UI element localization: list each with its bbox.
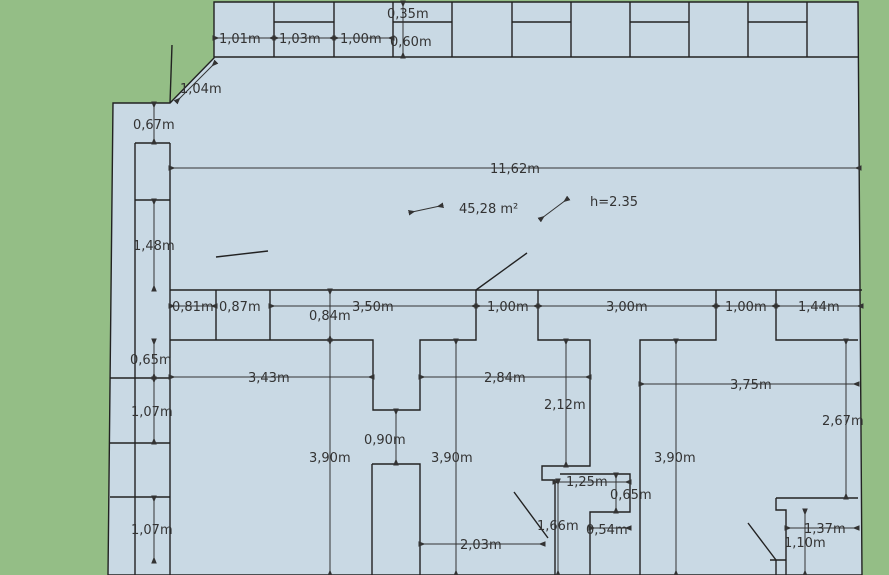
dim-label: 0,81m: [172, 300, 214, 315]
dim-label: 3,00m: [606, 300, 648, 315]
dim-label: 1,07m: [131, 405, 173, 420]
dim-label: 1,10m: [784, 536, 826, 551]
dim-label: 1,07m: [131, 523, 173, 538]
dim-label: 3,90m: [431, 451, 473, 466]
dim-label: 1,00m: [725, 300, 767, 315]
area-label: 45,28 m²: [459, 202, 518, 217]
dim-label: 2,12m: [544, 398, 586, 413]
dim-label: 3,75m: [730, 378, 772, 393]
dimension-lines: [151, 0, 864, 575]
dim-label: 1,01m: [219, 32, 261, 47]
dim-label: 0,87m: [219, 300, 261, 315]
dim-label: 2,67m: [822, 414, 864, 429]
dim-label: 0,84m: [309, 309, 351, 324]
dim-label: 1,04m: [180, 82, 222, 97]
dim-label: 1,25m: [566, 475, 608, 490]
dim-label: 1,66m: [537, 519, 579, 534]
height-label: h=2.35: [590, 195, 638, 210]
dimension-labels: 1,01m 1,03m 1,00m 0,35m 0,60m 1,04m 0,67…: [130, 7, 864, 553]
dim-label: 0,67m: [133, 118, 175, 133]
dim-label: 0,65m: [130, 353, 172, 368]
dim-label: 3,90m: [309, 451, 351, 466]
dim-label: 3,43m: [248, 371, 290, 386]
dim-label: 1,03m: [279, 32, 321, 47]
dim-label: 0,54m: [586, 523, 628, 538]
dim-label: 0,90m: [364, 433, 406, 448]
dim-label: 1,44m: [798, 300, 840, 315]
dim-label: 0,60m: [390, 35, 432, 50]
dim-label: 3,90m: [654, 451, 696, 466]
dim-label: 0,35m: [387, 7, 429, 22]
main-width-label: 11,62m: [490, 162, 540, 177]
dim-label: 3,50m: [352, 300, 394, 315]
dim-label: 1,00m: [340, 32, 382, 47]
dim-label: 1,48m: [133, 239, 175, 254]
dim-label: 1,00m: [487, 300, 529, 315]
dim-label: 2,84m: [484, 371, 526, 386]
dim-label: 1,37m: [804, 522, 846, 537]
dim-label: 0,65m: [610, 488, 652, 503]
dim-label: 2,03m: [460, 538, 502, 553]
